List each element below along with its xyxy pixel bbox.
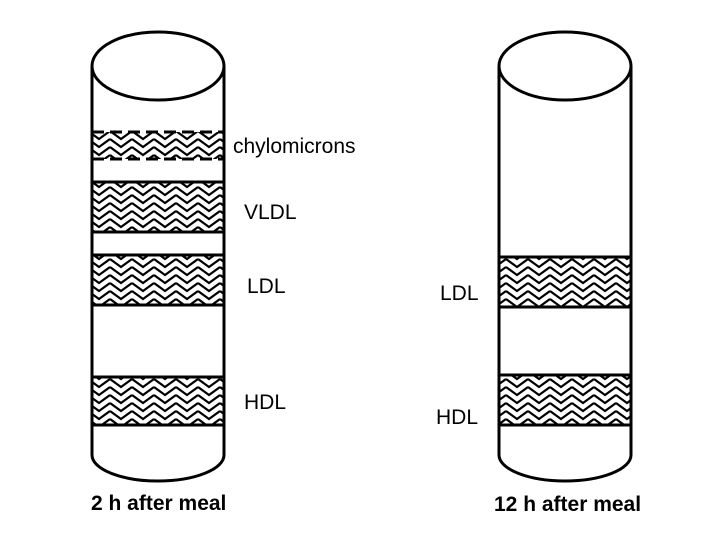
band-hdl-2h (92, 377, 224, 425)
caption-2h: 2 h after meal (91, 493, 226, 514)
label-hdl-2h: HDL (244, 392, 286, 413)
label-hdl-12h: HDL (436, 407, 478, 428)
label-ldl-12h: LDL (440, 283, 479, 304)
band-vldl-2h (92, 182, 224, 232)
band-ldl-12h (499, 257, 631, 307)
label-chylomicrons-2h: chylomicrons (233, 136, 356, 157)
band-hdl-12h (499, 375, 631, 425)
tube-2h-bottom-cap (92, 425, 224, 481)
tube-2h-top-cap (92, 32, 224, 100)
label-vldl-2h: VLDL (244, 202, 297, 223)
caption-12h: 12 h after meal (494, 494, 641, 515)
tube-12h-bottom-cap (499, 425, 631, 481)
band-ldl-2h (92, 255, 224, 305)
tube-12h (499, 32, 631, 481)
label-ldl-2h: LDL (247, 276, 286, 297)
tube-2h (92, 32, 224, 481)
band-chylomicrons-2h (92, 132, 224, 159)
tube-12h-top-cap (499, 32, 631, 100)
